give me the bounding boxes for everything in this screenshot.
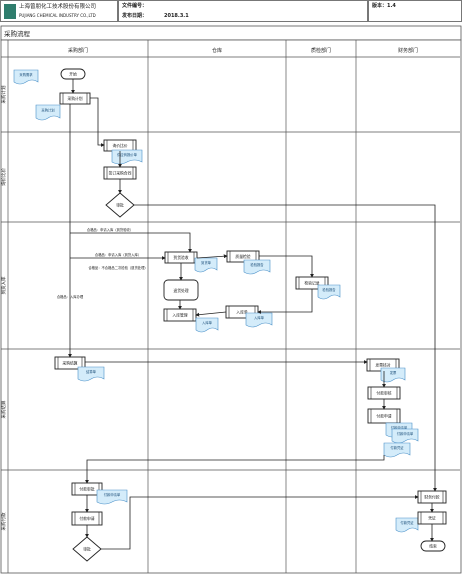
edge-warehouse-stockin [195, 311, 227, 317]
diagram-title: 采购流程 [4, 29, 31, 38]
doc-voucher-shape [383, 442, 411, 458]
cond-2: 合格品：不合格品二次检验（退货处理） [88, 265, 147, 270]
node-stockin-label: 入库管理 [172, 313, 187, 318]
version-label: 版本：1.4 [372, 3, 396, 9]
doc-plan-shape [35, 104, 61, 121]
lane-header-1: 仓库 [212, 47, 222, 54]
edge-judge-payment [101, 495, 419, 550]
company-cell: 上海曾朋化工技术股份有限公司 PUJIANG CHEMICAL INDUSTRY… [0, 0, 118, 22]
edge-inspect-check [259, 255, 314, 278]
doc-no-label: 文件编号： [122, 3, 148, 9]
doc-voucher-2-label: 付款凭证 [400, 520, 414, 525]
lane-header-2: 质检部门 [311, 47, 331, 54]
doc-quote-label: 供应商报价单 [117, 152, 137, 157]
doc-settle-shape [77, 366, 105, 382]
doc-check-2-shape [317, 284, 341, 300]
node-pay-judge-shape [72, 536, 102, 562]
doc-quote-shape [111, 149, 143, 165]
doc-plan-label: 采购计划 [41, 108, 54, 113]
cond-1: 合格品：申请入库（到货入库） [95, 252, 141, 257]
doc-in-2-shape [245, 312, 273, 328]
node-receive-label: 到货验收 [173, 255, 188, 260]
version-cell: 版本：1.4 [368, 0, 462, 22]
doc-plan-req-label: 采购需求 [19, 72, 33, 77]
doc-pay-2-shape [391, 428, 419, 444]
doc-plan-req-shape [13, 69, 39, 85]
date-value: 2018.3.1 [164, 13, 189, 19]
doc-pay-3-shape [96, 489, 128, 505]
node-verify-label: 付款审核 [376, 391, 391, 396]
node-approve-label: 审批 [116, 203, 124, 208]
diagram-title-bar [0, 25, 462, 41]
node-inspect-label: 质量检验 [235, 254, 250, 259]
company-name-cn: 上海曾朋化工技术股份有限公司 [19, 4, 97, 10]
node-settle-label: 采购结算 [62, 361, 77, 366]
phase-label-0: 采购计划 [0, 85, 7, 103]
node-approve-shape [105, 192, 135, 218]
node-pay-approve-label: 付款审批 [79, 487, 94, 492]
phase-label-3: 采购结算 [0, 400, 7, 418]
phase-label-2: 到货入库 [0, 276, 7, 294]
edge-receive-inspect [196, 254, 228, 259]
doc-check-2-label: 检验报告 [322, 287, 336, 292]
node-contract-label: 签订采购合同 [109, 171, 132, 176]
phase-label-1: 询价比价 [0, 168, 7, 186]
doc-in-shape [195, 317, 219, 333]
node-apply-pay-2-label: 付款申请 [79, 516, 94, 521]
doc-in-2-label: 入库单 [254, 315, 265, 320]
doc-in-label: 入库单 [202, 320, 213, 325]
node-invoice-label: 发票核对 [375, 363, 390, 368]
company-name-en: PUJIANG CHEMICAL INDUSTRY CO.,LTD [19, 13, 96, 18]
date-label: 发布日期： [122, 13, 148, 19]
lane-header-0: 采购部门 [68, 47, 88, 54]
doc-voucher-label: 付款凭证 [390, 445, 404, 450]
doc-recv-shape [194, 257, 218, 273]
doc-check-shape [243, 259, 271, 275]
node-end-label: 结束 [429, 544, 437, 549]
node-pay-judge-label: 审批 [83, 547, 91, 552]
lane-header-3: 财务部门 [398, 47, 418, 54]
node-plan-label: 采购计划 [67, 96, 82, 101]
node-apply-pay-label: 付款申请 [376, 414, 391, 419]
edge-apply-payapprove [85, 455, 385, 484]
node-start-label: 开始 [69, 72, 77, 77]
document-header: 上海曾朋化工技术股份有限公司 PUJIANG CHEMICAL INDUSTRY… [0, 0, 462, 24]
doc-recv-label: 到货单 [201, 260, 212, 265]
doc-voucher-2-shape [395, 517, 419, 533]
node-voucher-label: 凭证 [428, 516, 436, 521]
doc-pay-3-label: 付款申请单 [104, 492, 121, 497]
node-plan-box [59, 92, 91, 105]
node-check-label: 检验记录 [304, 281, 319, 286]
edge-check-warehouse [257, 289, 313, 314]
doc-settle-label: 结算单 [86, 369, 97, 374]
edge-to-warehouse [70, 232, 192, 253]
doc-pay-1-label: 付款申请单 [391, 425, 408, 430]
doc-inv-label: 发票 [390, 370, 397, 375]
node-return-label: 退货处理 [173, 288, 188, 293]
cond-0: 合格品：申请入库（到货验收） [87, 227, 133, 232]
company-logo [4, 4, 16, 19]
phase-label-4: 采购付款 [0, 512, 7, 530]
doc-info-cell: 文件编号： 发布日期： 2018.3.1 [118, 0, 368, 22]
cond-3: 合格品：入库办理 [57, 294, 84, 299]
node-inquiry-label: 询价比价 [112, 143, 127, 148]
edge-approve-finance [134, 204, 437, 492]
doc-check-label: 检验报告 [250, 262, 264, 267]
doc-pay-2-label: 付款申请单 [397, 431, 414, 436]
node-warehouse-label: 入库单 [236, 310, 248, 315]
edge-plan-inquiry [90, 97, 105, 147]
node-payment-label: 财务付款 [424, 495, 439, 500]
